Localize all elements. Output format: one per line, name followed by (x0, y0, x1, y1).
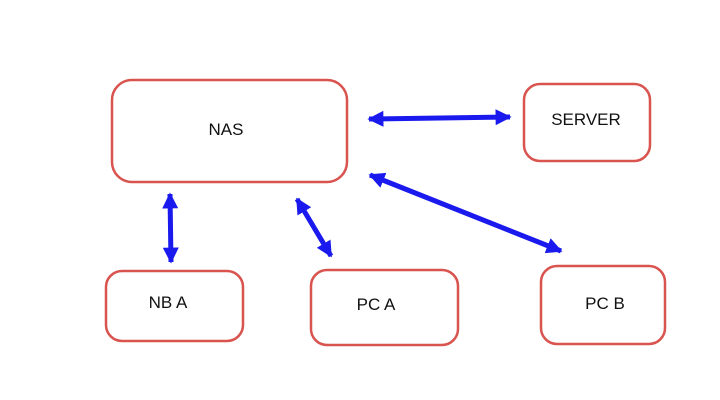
node-nas-label: NAS (209, 120, 244, 139)
node-pc-b: PC B (539, 264, 667, 346)
node-nas-box (110, 78, 349, 184)
arrow-nas-server (367, 109, 512, 127)
node-pc-b-label: PC B (585, 294, 625, 313)
node-server: SERVER (522, 82, 652, 163)
arrow-nas-pc-a (294, 197, 334, 258)
node-nb-a-box (104, 269, 245, 343)
arrow-nas-nb-a (162, 192, 179, 264)
node-nb-a: NB A (104, 269, 245, 343)
node-nb-a-label: NB A (149, 293, 188, 312)
node-pc-a-label: PC A (357, 295, 396, 314)
node-server-box (522, 82, 652, 163)
node-pc-a: PC A (309, 268, 460, 347)
node-pc-a-box (309, 268, 460, 347)
node-server-label: SERVER (551, 110, 621, 129)
node-pc-b-box (539, 264, 667, 346)
arrow-nas-pc-b (368, 172, 563, 254)
node-nas: NAS (110, 78, 349, 184)
